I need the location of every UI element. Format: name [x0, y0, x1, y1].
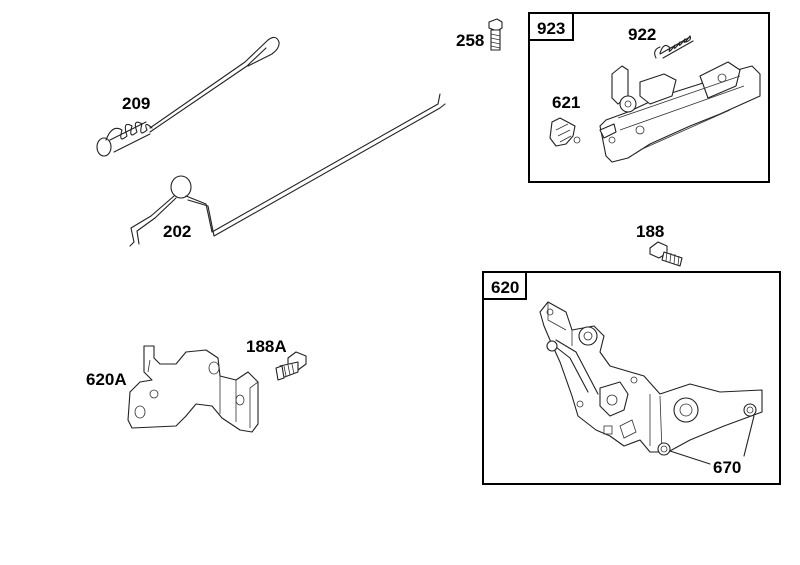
kit-box-620 — [482, 271, 781, 485]
part-188A-bolt — [275, 351, 307, 381]
label-258: 258 — [456, 31, 484, 50]
part-258-bolt — [488, 18, 503, 51]
label-670: 670 — [713, 458, 741, 477]
bushing-670-a — [743, 403, 757, 417]
part-188-bolt — [649, 241, 683, 267]
label-188A: 188A — [246, 337, 287, 356]
label-202: 202 — [163, 222, 191, 241]
leader-670-a — [669, 450, 711, 465]
kit-box-923-tag — [528, 12, 574, 41]
label-621: 621 — [552, 93, 580, 112]
label-620A: 620A — [86, 370, 127, 389]
kit-box-923 — [528, 12, 770, 183]
control-assembly-620 — [539, 301, 763, 456]
bushing-670-b — [657, 442, 671, 456]
part-202-rod — [129, 93, 446, 247]
label-923: 923 — [537, 19, 565, 38]
kit-box-620-tag — [482, 271, 527, 300]
part-621-bracket — [549, 117, 581, 147]
part-620A-bracket — [127, 345, 259, 433]
label-188: 188 — [636, 222, 664, 241]
label-620: 620 — [491, 278, 519, 297]
label-922: 922 — [628, 25, 656, 44]
part-209-spring — [96, 36, 280, 157]
control-assembly-923 — [599, 61, 761, 163]
part-922-spring — [654, 35, 694, 59]
label-209: 209 — [122, 94, 150, 113]
leader-670-b — [743, 415, 755, 457]
